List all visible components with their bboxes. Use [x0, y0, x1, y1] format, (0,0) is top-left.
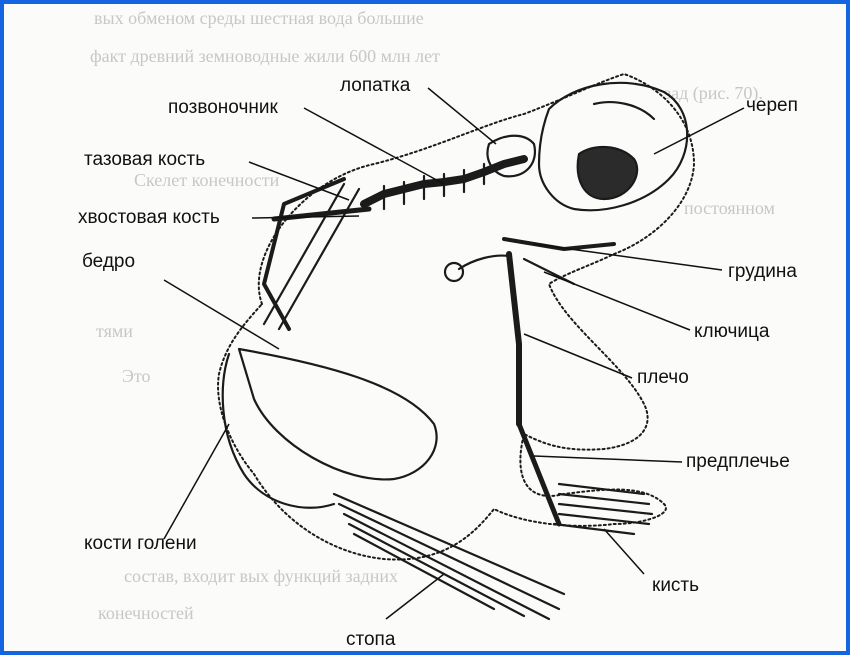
leader-femur [164, 280, 279, 349]
skull-orbit [578, 147, 637, 199]
label-forearm: предплечье [686, 452, 790, 471]
leader-lines [164, 88, 744, 619]
leader-hand [604, 529, 644, 574]
label-skull: череп [746, 96, 798, 115]
forearm [519, 424, 559, 524]
humerus [509, 254, 519, 424]
label-femur: бедро [82, 252, 135, 271]
label-shin-bones: кости голени [84, 534, 197, 553]
label-tail-bone: хвостовая кость [78, 208, 220, 227]
leader-foot [386, 574, 444, 619]
scapula [487, 136, 534, 177]
shin-bones [223, 349, 437, 508]
label-pelvic-bone: тазовая кость [84, 150, 205, 169]
label-spine: позвоночник [168, 98, 278, 117]
label-hand: кисть [652, 576, 699, 595]
label-scapula: лопатка [340, 76, 410, 95]
label-humerus: плечо [637, 368, 689, 387]
leader-forearm [534, 456, 682, 462]
leader-humerus [524, 334, 632, 378]
label-clavicle: ключица [694, 322, 769, 341]
leader-spine [304, 108, 444, 184]
label-sternum: грудина [728, 262, 797, 281]
label-foot: стопа [346, 630, 395, 649]
body-outline [218, 74, 694, 560]
leader-shin-bones [164, 424, 229, 539]
leader-skull [654, 108, 744, 154]
leader-clavicle [544, 272, 690, 330]
